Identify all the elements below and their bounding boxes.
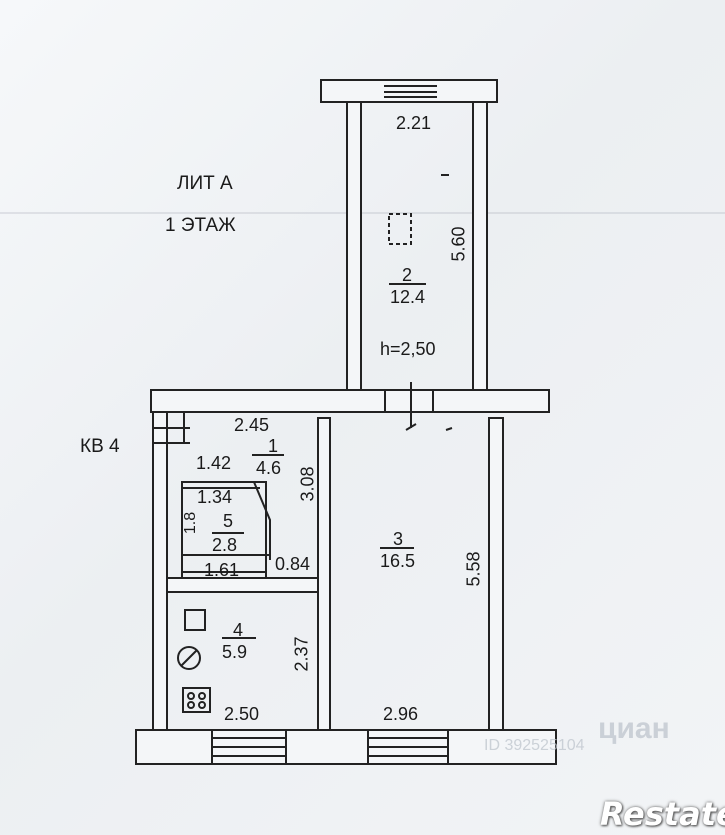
room-1-number: 1 [268,436,279,456]
stove-icon [182,687,211,713]
room-1-width: 2.45 [234,415,270,435]
vent-dashed-square [388,213,412,245]
sink-icon [184,609,206,631]
room-5-length: 1.8 [182,511,200,535]
room-2-height: h=2,50 [380,339,436,359]
room-1-width-2: 1.42 [196,453,232,473]
gas-meter-icon [177,646,201,670]
middle-wall [150,389,550,413]
room-2-number: 2 [402,265,413,285]
room-5-length-2: 0.84 [275,554,311,574]
room-2-right-wall [472,101,488,393]
restate-logo: Restate [600,795,725,833]
room-3-length: 5.58 [463,551,484,587]
apartment-label: КВ 4 [80,436,120,457]
cian-watermark: циан [598,712,670,745]
bottom-outer-wall [135,729,557,765]
paper-crease [0,212,725,214]
room-2-left-wall [346,101,362,393]
room-4-area: 5.9 [222,642,248,662]
room-2-area: 12.4 [390,287,426,307]
room-5-width-2: 1.61 [204,560,240,580]
room-4-number: 4 [233,620,244,640]
room-3-number: 3 [393,529,404,549]
left-outer-wall [152,411,168,731]
partition-wall [317,417,331,731]
room-1-length: 3.08 [297,466,318,502]
lit-label: ЛИТ А [177,173,233,194]
room-5-area: 2.8 [212,535,238,555]
room-2-length: 5.60 [448,226,469,262]
room-2-width: 2.21 [396,113,432,133]
floor-label: 1 ЭТАЖ [165,215,236,236]
cian-watermark-id: ID 392525104 [484,737,585,754]
room-4-top-wall [166,577,319,593]
room-1-area: 4.6 [256,458,282,478]
room-3-area: 16.5 [380,551,416,571]
room-4-width: 2.50 [224,704,260,724]
room-3-width: 2.96 [383,704,419,724]
right-outer-wall [488,417,504,731]
room-5-width: 1.34 [197,487,233,507]
room-4-length: 2.37 [291,636,312,672]
room-5-number: 5 [223,511,234,531]
